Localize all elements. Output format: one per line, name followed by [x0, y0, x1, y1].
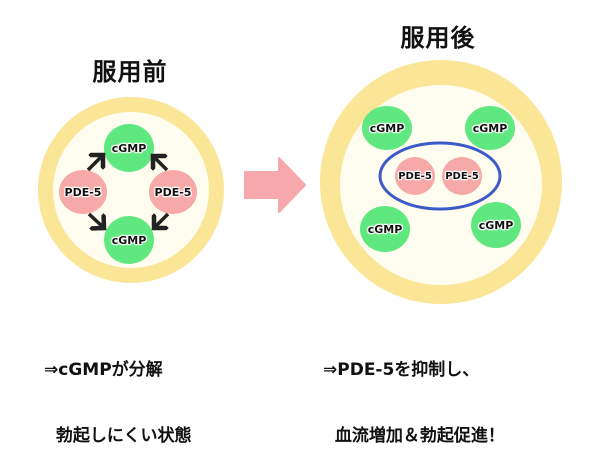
arrow-pde-right-to-cgmp-bottom: [154, 212, 170, 228]
before-pde5-left: PDE-5: [59, 170, 107, 214]
after-title: 服用後: [400, 24, 476, 52]
before-cgmp-top: cGMP: [104, 124, 154, 172]
inhibition-ring: [378, 141, 502, 211]
before-cgmp-bottom: cGMP: [104, 216, 154, 264]
after-caption-line2: 血流増加＆勃起促進！: [323, 426, 505, 446]
transition-arrow-icon: [244, 157, 306, 213]
reaction-arrows: [86, 0, 306, 400]
after-cgmp-bottom-left: cGMP: [360, 206, 410, 252]
before-caption: ⇒cGMPが分解 勃起しにくい状態: [44, 315, 192, 469]
after-pde5-right: PDE-5: [442, 157, 482, 195]
after-cgmp-top-left: cGMP: [362, 106, 412, 150]
after-caption: ⇒PDE-5を抑制し、 血流増加＆勃起促進！: [323, 315, 505, 469]
before-title: 服用前: [92, 58, 168, 86]
arrow-pde-left-to-cgmp-bottom: [87, 212, 104, 228]
arrow-pde-right-to-cgmp-top: [153, 156, 169, 172]
before-pde5-right: PDE-5: [149, 170, 197, 214]
arrow-pde-left-to-cgmp-top: [86, 155, 103, 172]
before-caption-line2: 勃起しにくい状態: [44, 426, 192, 446]
inhibition-ellipse: [378, 141, 502, 211]
after-caption-line1: ⇒PDE-5を抑制し、: [323, 360, 480, 380]
before-caption-line1: ⇒cGMPが分解: [44, 360, 163, 380]
after-pde5-left: PDE-5: [395, 157, 435, 195]
after-cgmp-bottom-right: cGMP: [471, 202, 521, 248]
after-cgmp-top-right: cGMP: [465, 106, 515, 150]
